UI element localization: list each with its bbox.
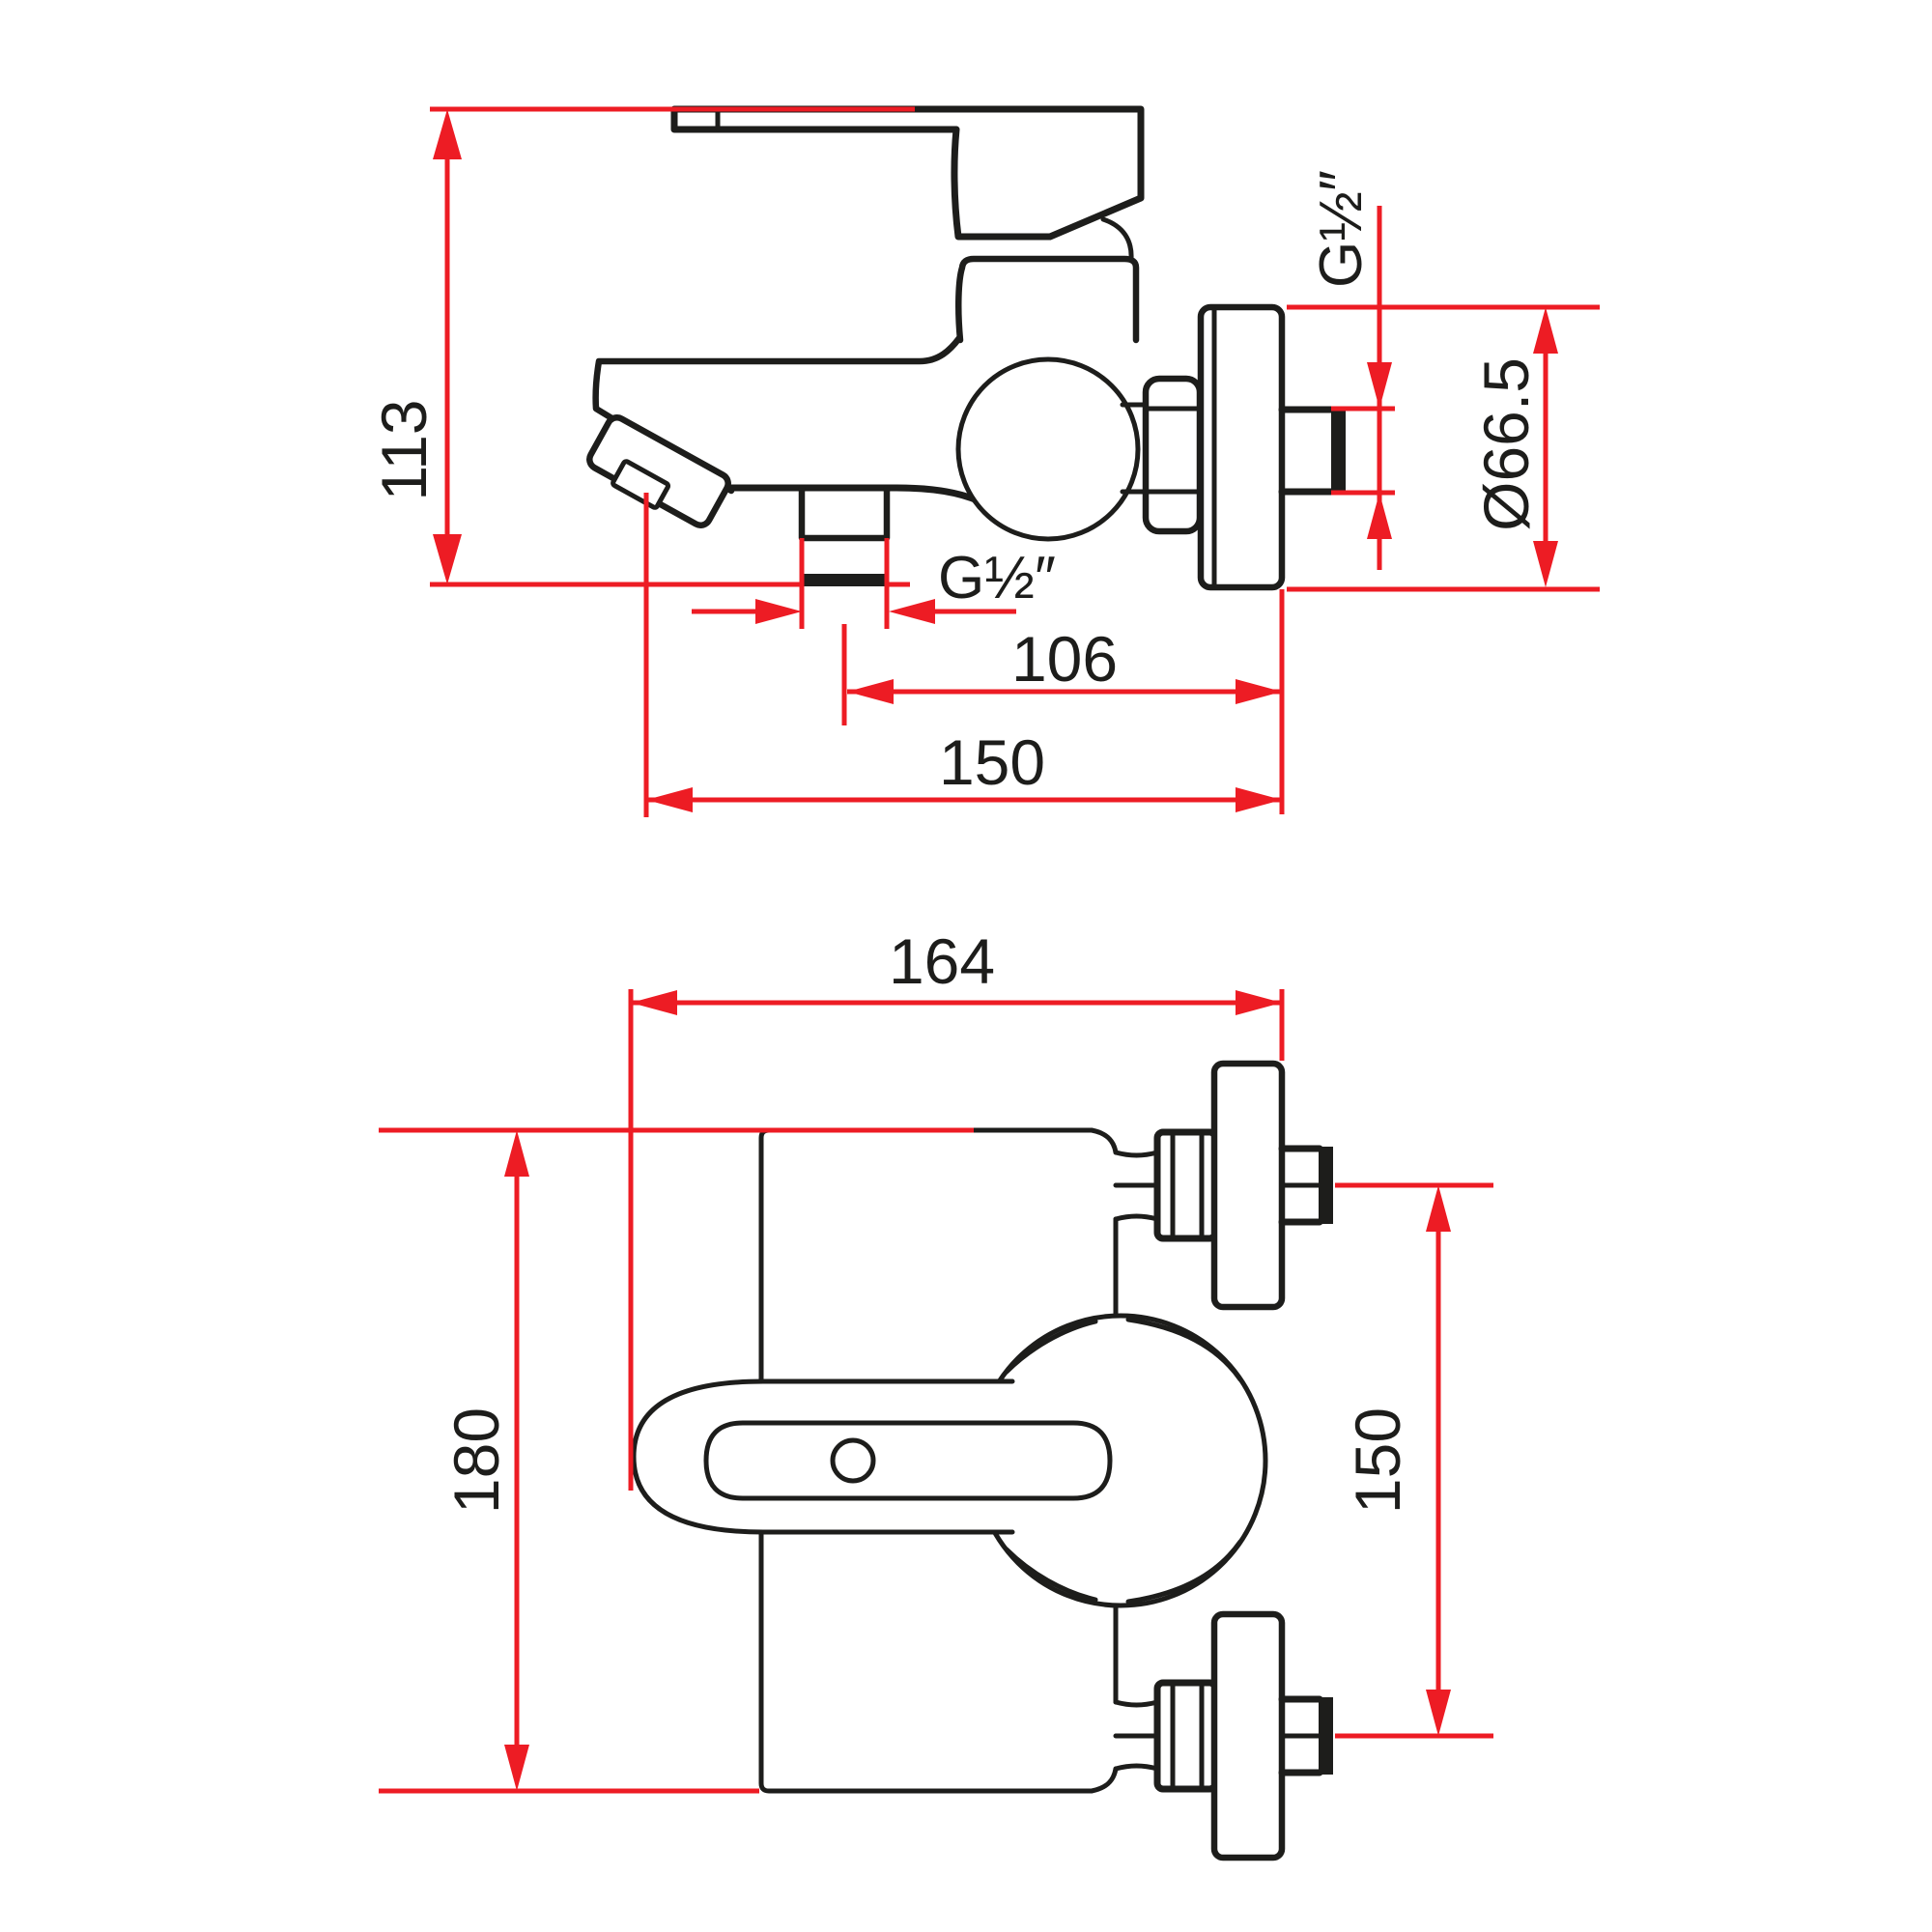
dim-label-height: 113 [368, 399, 440, 500]
arrow-106-right [1236, 679, 1282, 704]
plan-stub-bottom-cap [1319, 1697, 1333, 1775]
dim-label-wall-thread: G½″ [1308, 170, 1375, 288]
dim-label-outlet-thread: G½″ [938, 545, 1056, 611]
spout-group [586, 414, 731, 528]
plan-pipe-bottom [1113, 1699, 1160, 1772]
plan-nut-top-facets [1170, 1129, 1205, 1241]
plan-view: 164 180 150 [379, 925, 1493, 1861]
arrow-wall-thread-bottom [1367, 493, 1392, 539]
body-top-outline [592, 334, 963, 495]
plan-dome-petal-arcs [1004, 1317, 1243, 1605]
plan-view-outline [631, 1060, 1333, 1861]
arrow-113-bottom [433, 534, 462, 584]
plan-stub-top-cap [1319, 1147, 1333, 1224]
side-view-dimensions: 113 G½″ 106 150 G½″ [368, 106, 1600, 817]
dome-arc [1100, 216, 1134, 262]
arrow-wall-thread-top [1367, 362, 1392, 409]
arrow-150-left [646, 787, 693, 812]
side-view-outline [586, 105, 1346, 591]
plan-nut-bottom [1153, 1679, 1219, 1793]
arrow-106-left [847, 679, 894, 704]
side-view: 113 G½″ 106 150 G½″ [368, 105, 1600, 817]
arrow-180-bottom [504, 1745, 529, 1791]
plan-stub-top [1278, 1145, 1323, 1226]
dim-label-depth: 164 [889, 925, 995, 997]
shower-outlet-cap [804, 574, 887, 586]
arrow-150-plan-top [1426, 1185, 1451, 1232]
plan-view-dimensions: 164 180 150 [379, 925, 1493, 1794]
plan-nut-top [1153, 1128, 1219, 1242]
plan-handle-hole [830, 1437, 876, 1484]
connection-nut [1142, 375, 1204, 535]
dim-label-flange-diameter: Ø66.5 [1470, 357, 1542, 531]
plan-stub-bottom [1278, 1695, 1323, 1776]
thread-stub-cap [1331, 408, 1346, 494]
arrow-164-right [1236, 990, 1282, 1015]
arrow-113-top [433, 109, 462, 159]
plan-nut-bottom-facets [1170, 1680, 1205, 1792]
dim-label-width: 180 [440, 1407, 512, 1514]
thread-stub [1278, 406, 1336, 496]
shower-outlet [798, 484, 891, 542]
dim-label-inlet-spacing: 150 [1342, 1407, 1413, 1514]
wall-escutcheon [1197, 303, 1286, 591]
arrow-150-right [1236, 787, 1282, 812]
nut-ledges [1120, 402, 1149, 495]
arrow-164-left [631, 990, 677, 1015]
plan-pipe-top [1113, 1150, 1160, 1222]
wall-thread-ticks [1331, 406, 1395, 496]
dim-label-150-side: 150 [939, 726, 1045, 798]
aerator [611, 459, 671, 510]
flange-ext-lines [1287, 304, 1600, 592]
spout [586, 414, 731, 528]
plan-escutcheon-bottom [1210, 1610, 1286, 1861]
arrow-180-top [504, 1130, 529, 1177]
arrow-flange-bottom [1533, 541, 1558, 587]
arrow-outlet-right [889, 599, 935, 624]
nut-chamfer-lines [1143, 406, 1203, 495]
plan-handle-slot [703, 1420, 1113, 1501]
outlet-ext-lines [799, 538, 890, 629]
valve-column [955, 255, 1140, 344]
arrow-outlet-left [755, 599, 802, 624]
arrow-150-plan-bottom [1426, 1690, 1451, 1736]
body-bottom-outline [722, 484, 983, 505]
plan-escutcheon-top [1210, 1060, 1286, 1311]
plan-body-shoulders [1089, 1127, 1119, 1794]
dim-label-106: 106 [1011, 623, 1118, 695]
cartridge-cover-circle [955, 356, 1141, 542]
arrow-flange-top [1533, 307, 1558, 354]
lever-handle [670, 105, 1145, 241]
